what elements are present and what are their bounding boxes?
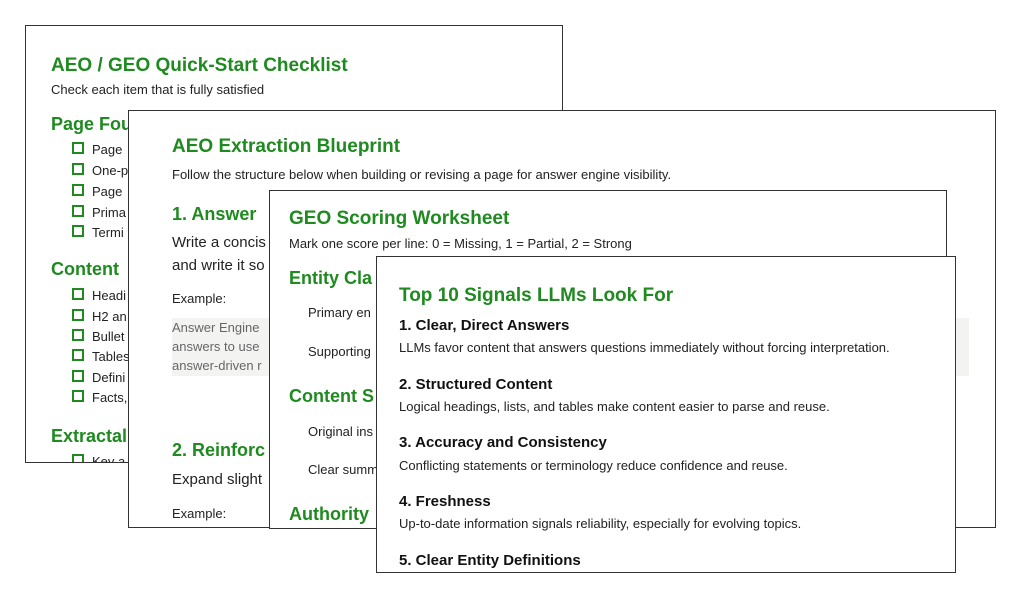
worksheet-item: Primary en <box>308 305 371 320</box>
body-text: Write a concis <box>172 234 266 251</box>
signal-description: Up-to-date information signals reliabili… <box>399 516 802 531</box>
checkbox[interactable] <box>72 163 84 175</box>
checklist-item: Facts, <box>92 390 128 405</box>
section-heading: Content <box>51 259 119 279</box>
checklist-item: Page <box>92 142 123 157</box>
section-heading: Page Fou <box>51 114 133 134</box>
checklist-item: Termi <box>92 225 124 240</box>
worksheet-subtitle: Mark one score per line: 0 = Missing, 1 … <box>289 236 632 251</box>
section-heading: Extractal <box>51 426 128 446</box>
checkbox[interactable] <box>72 370 84 382</box>
signal-heading: 5. Clear Entity Definitions <box>399 552 581 569</box>
checkbox[interactable] <box>72 184 84 196</box>
checkbox[interactable] <box>72 225 84 237</box>
checklist-item: Page <box>92 184 123 199</box>
checkbox[interactable] <box>72 205 84 217</box>
blueprint-subtitle: Follow the structure below when building… <box>172 167 672 182</box>
checkbox[interactable] <box>72 349 84 361</box>
signals-title: Top 10 Signals LLMs Look For <box>399 285 674 306</box>
signal-description: Logical headings, lists, and tables make… <box>399 399 830 414</box>
example-label: Example: <box>172 291 227 306</box>
body-text: Expand slight <box>172 471 263 488</box>
checklist-title: AEO / GEO Quick-Start Checklist <box>51 55 348 76</box>
checklist-item: Defini <box>92 370 126 385</box>
section-heading: Entity Cla <box>289 268 373 288</box>
checklist-item: Key a <box>92 454 126 463</box>
checkbox[interactable] <box>72 329 84 341</box>
body-text: and write it so <box>172 257 265 274</box>
section-heading: Authority <box>289 504 369 524</box>
example-text: answers to use <box>172 339 260 354</box>
worksheet-item: Supporting <box>308 344 371 359</box>
signals-page: Top 10 Signals LLMs Look For 1. Clear, D… <box>376 256 956 573</box>
checkbox[interactable] <box>72 142 84 154</box>
checklist-subtitle: Check each item that is fully satisfied <box>51 82 265 97</box>
checklist-item: Tables <box>92 349 130 364</box>
checklist-item: Bullet <box>92 329 125 344</box>
checkbox[interactable] <box>72 454 84 462</box>
blueprint-title: AEO Extraction Blueprint <box>172 136 401 157</box>
signal-heading: 4. Freshness <box>399 493 491 510</box>
section-heading: 2. Reinforc <box>172 440 266 460</box>
signal-heading: 3. Accuracy and Consistency <box>399 434 607 451</box>
example-text: Answer Engine <box>172 320 260 335</box>
worksheet-title: GEO Scoring Worksheet <box>289 208 510 229</box>
section-heading: 1. Answer <box>172 204 257 224</box>
checkbox[interactable] <box>72 390 84 402</box>
checklist-item: H2 an <box>92 309 127 324</box>
worksheet-item: Clear summ <box>308 462 379 477</box>
example-text: answer-driven r <box>172 358 262 373</box>
checklist-item: One-p <box>92 163 129 178</box>
checklist-item: Headi <box>92 288 126 303</box>
signal-heading: 1. Clear, Direct Answers <box>399 317 570 334</box>
checklist-item: Prima <box>92 205 126 220</box>
signal-description: LLMs favor content that answers question… <box>399 340 890 355</box>
checkbox[interactable] <box>72 288 84 300</box>
signal-heading: 2. Structured Content <box>399 376 553 393</box>
worksheet-item: Original ins <box>308 424 374 439</box>
signal-description: Conflicting statements or terminology re… <box>399 458 788 473</box>
example-label: Example: <box>172 506 227 521</box>
section-heading: Content S <box>289 386 374 406</box>
checkbox[interactable] <box>72 309 84 321</box>
